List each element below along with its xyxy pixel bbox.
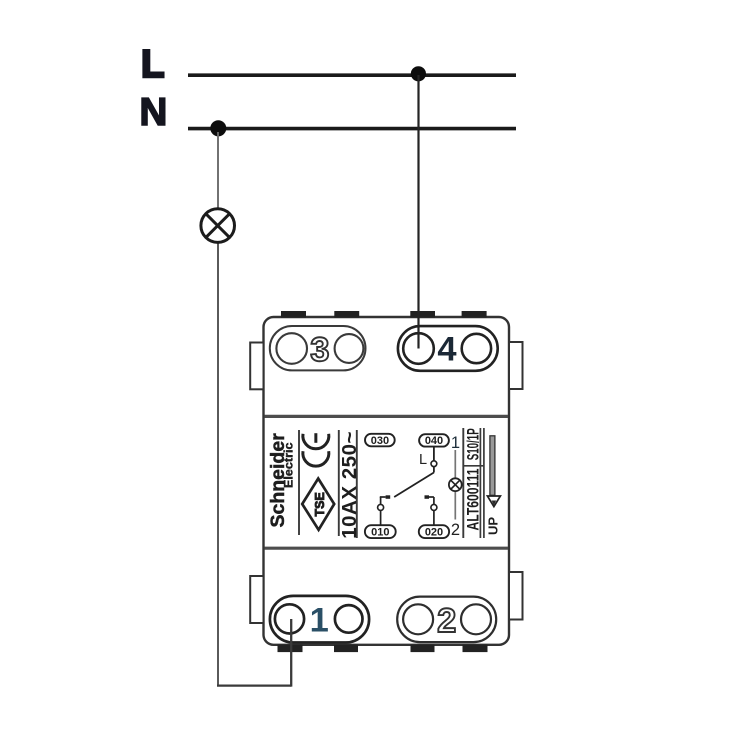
svg-text:020: 020	[425, 527, 443, 539]
svg-text:040: 040	[425, 435, 443, 447]
svg-text:ALT600111: ALT600111	[464, 469, 483, 531]
svg-text:2: 2	[437, 602, 456, 640]
svg-text:010: 010	[371, 527, 389, 539]
svg-text:TSE: TSE	[313, 492, 327, 516]
svg-text:2: 2	[451, 521, 460, 539]
svg-text:L: L	[419, 452, 427, 468]
svg-text:UP: UP	[486, 517, 501, 535]
svg-text:Schneider: Schneider	[267, 433, 289, 528]
svg-text:L: L	[141, 43, 165, 86]
svg-text:030: 030	[371, 435, 389, 447]
svg-text:3: 3	[310, 331, 329, 369]
svg-text:N: N	[140, 91, 168, 134]
svg-text:Electric: Electric	[282, 442, 296, 488]
svg-text:1: 1	[310, 601, 329, 639]
svg-text:S10/1P: S10/1P	[464, 428, 483, 460]
svg-text:1: 1	[451, 434, 460, 452]
svg-text:10AX 250~: 10AX 250~	[338, 431, 361, 538]
svg-text:4: 4	[437, 330, 456, 368]
